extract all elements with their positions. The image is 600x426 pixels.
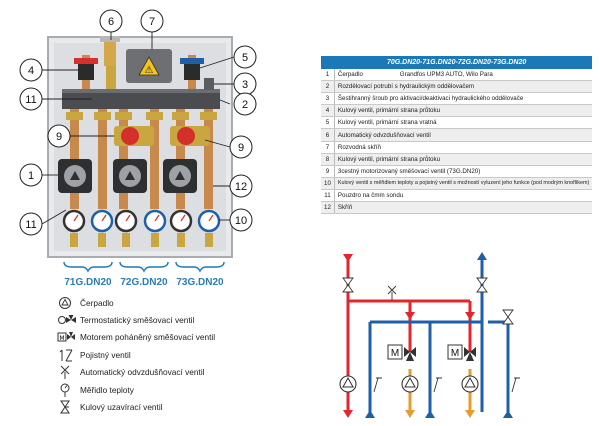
group-label-73g: 73G.DN20 [176,277,224,288]
air-vent-icon [387,285,397,300]
thermometer-icon [56,382,80,398]
return-arrow-right [503,410,513,418]
legend-item-motorized-valve: M Motorem poháněný směšovací ventil [56,329,296,346]
gauge-needles [73,214,214,222]
motorized-mixing-valve-2: M [447,344,476,361]
callout-3: 3 [242,79,248,91]
bottom-connectors [70,233,213,247]
supply-line [346,259,472,412]
output-arrow-1 [405,410,415,418]
air-vent [100,36,120,66]
legend-label: Pojistný ventil [80,349,131,360]
legend-label: Kulový uzavírací ventil [80,402,163,413]
warning-glyph: ⚠ [145,65,154,76]
motor-label-2: M [451,348,459,359]
callout-11-bottom: 11 [25,219,36,231]
pump-icon [461,375,479,393]
pump-icon [401,375,419,393]
callout-11-top: 11 [25,94,36,106]
callout-6: 6 [108,16,114,28]
safety-valve-icon [373,377,520,393]
top-ball-valve-left [74,58,98,80]
group-braces [63,261,225,273]
pump-1 [58,159,92,193]
supply-arrow-in [343,254,353,262]
pump-icon [339,375,357,393]
legend-item-safety-valve: Pojistný ventil [56,346,296,363]
callout-9-left: 9 [56,131,62,143]
thermostatic-mixing-valve-icon [56,312,80,328]
callout-5: 5 [242,52,248,64]
hex-screw [204,78,214,90]
hydraulic-scheme: M M [339,252,520,418]
warning-sign-icon [138,56,160,76]
return-arrow-top [477,252,487,260]
legend-item-ball-valve: Kulový uzavírací ventil [56,398,296,415]
legend-label: Měřidlo teploty [80,384,134,395]
callout-10: 10 [235,215,247,227]
legend-label: Automatický odvzdušňovací ventil [80,367,205,378]
motorized-mixing-valve-icon: M [56,329,80,345]
callout-9-right: 9 [238,142,244,154]
flow-arrow-2 [465,312,475,320]
pump-3 [163,159,197,193]
top-ball-valve-right [180,58,204,80]
brass-fittings [66,112,217,120]
ball-valve-icon [476,277,488,293]
distribution-manifold [62,89,220,109]
callout-12: 12 [235,181,247,193]
output-arrow-2 [465,410,475,418]
callout-4: 4 [28,65,34,77]
return-arrow-mid [425,410,435,418]
parts-table-header: 70G.DN20-71G.DN20-72G.DN20-73G.DN20 [321,56,593,69]
motorized-mixing-valve-1: M [387,344,416,361]
callout-7: 7 [149,16,155,28]
mixing-valve-center [114,126,154,146]
ball-valve-icon [56,399,80,415]
symbol-legend: Čerpadlo Termostatický směšovací ventil … [56,294,296,416]
return-arrow-left [365,410,375,418]
group-label-72g: 72G.DN20 [120,277,168,288]
legend-item-thermostatic-valve: Termostatický směšovací ventil [56,311,296,328]
legend-label: Termostatický směšovací ventil [80,315,195,326]
pump-icon [56,295,80,311]
circuit-outputs [408,369,472,412]
leader-lines [41,30,235,225]
supply-arrow-out [343,410,353,418]
legend-item-pump: Čerpadlo [56,294,296,311]
ball-valve-icon [342,277,354,293]
mixing-valve-right [170,126,210,146]
manifold-illustration: ⚠ [19,9,257,273]
safety-valve-icon [56,347,80,363]
group-label-71g: 71G.DN20 [64,277,112,288]
callout-1: 1 [28,170,34,182]
air-vent-icon [56,364,80,380]
callout-circles [19,9,257,236]
legend-label: Motorem poháněný směšovací ventil [80,332,216,343]
return-line [368,259,510,412]
legend-label: Čerpadlo [80,297,114,308]
ball-valve-icon [502,309,514,325]
motor-label-1: M [391,348,399,359]
legend-item-air-vent: Automatický odvzdušňovací ventil [56,364,296,381]
pump-2 [113,159,147,193]
legend-item-thermometer: Měřidlo teploty [56,381,296,398]
flow-arrow-1 [405,312,415,320]
callout-2: 2 [242,99,248,111]
svg-text:M: M [59,335,64,342]
